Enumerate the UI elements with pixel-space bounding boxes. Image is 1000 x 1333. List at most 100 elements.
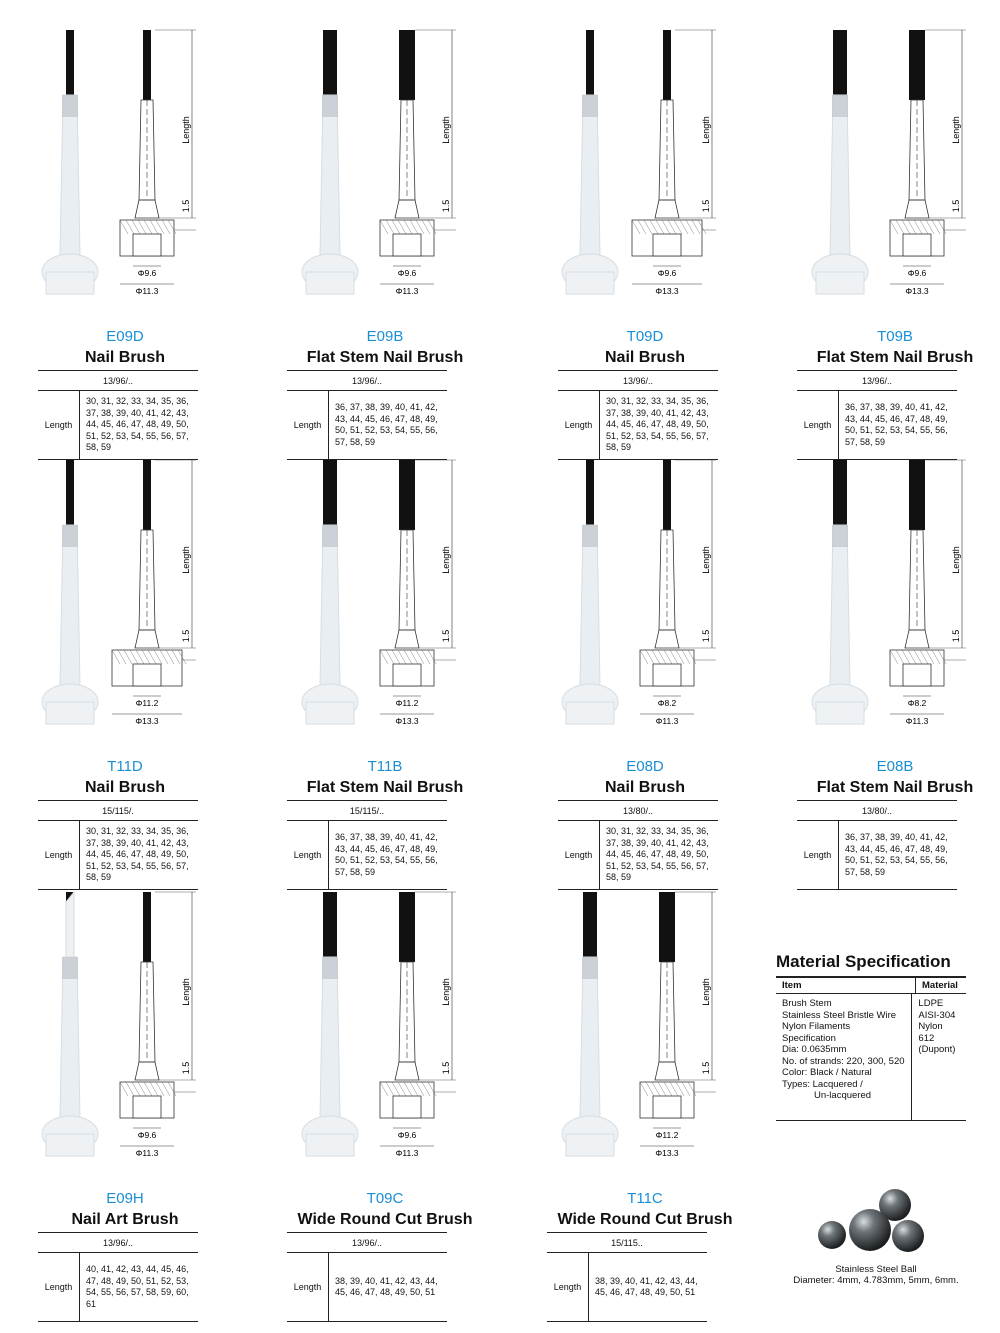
- hatch-line: [919, 219, 929, 235]
- hatch-line: [379, 1081, 389, 1097]
- hatch-line: [385, 1081, 395, 1097]
- col-item-header: Item: [776, 978, 916, 993]
- length-label: Length: [287, 1253, 329, 1321]
- hatch-line: [153, 649, 163, 665]
- bristle-socket: [832, 95, 848, 117]
- hatch-line: [379, 219, 389, 235]
- product-name: Flat Stem Nail Brush: [306, 779, 464, 796]
- hatch-line: [675, 649, 685, 665]
- size-spec: 13/96/..: [38, 1233, 198, 1253]
- hatch-line: [657, 649, 667, 665]
- drawing-collar: [654, 199, 680, 219]
- inner-diameter-label: Φ11.2: [136, 698, 159, 708]
- drawing-collar: [134, 629, 160, 649]
- length-values: 38, 39, 40, 41, 42, 43, 44, 45, 46, 47, …: [595, 1275, 698, 1298]
- drawing-bristle: [143, 892, 151, 962]
- cap-base: [565, 1133, 615, 1157]
- inner-diameter-label: Φ11.2: [656, 1130, 679, 1140]
- hatch-line: [901, 649, 911, 665]
- hatch-line: [119, 1081, 129, 1097]
- hatch-line: [651, 1081, 661, 1097]
- hatch-line: [673, 219, 683, 235]
- hatch-line: [165, 649, 175, 665]
- stem: [59, 94, 81, 256]
- hatch-line: [421, 219, 431, 235]
- hatch-line: [125, 219, 135, 235]
- stem: [59, 524, 81, 686]
- length-label: Length: [287, 821, 329, 889]
- hatch-line: [131, 1081, 141, 1097]
- drawing-bristle: [663, 30, 671, 100]
- outer-diameter-label: Φ13.3: [655, 286, 679, 296]
- length-values: 30, 31, 32, 33, 34, 35, 36, 37, 38, 39, …: [606, 396, 709, 453]
- bristle: [833, 460, 847, 540]
- drawing-cap-bore: [652, 233, 682, 257]
- stem: [579, 94, 601, 256]
- hatch-line: [391, 219, 401, 235]
- drawing-collar: [134, 1061, 160, 1081]
- length-dimension-label: Length: [441, 116, 451, 144]
- size-spec: 15/115/..: [287, 801, 447, 821]
- step-dimension-label: 1.5: [951, 630, 961, 643]
- drawing-cap-bore: [132, 1095, 162, 1119]
- product-code: E09D: [106, 328, 144, 345]
- length-dimension-label: Length: [181, 116, 191, 144]
- product-name: Nail Brush: [604, 349, 685, 366]
- hatch-line: [421, 1081, 431, 1097]
- drawing-collar: [654, 1061, 680, 1081]
- material-value: LDPE: [918, 998, 944, 1009]
- bristle: [66, 30, 74, 110]
- cap-base: [815, 701, 865, 725]
- hatch-line: [409, 649, 419, 665]
- length-values: 30, 31, 32, 33, 34, 35, 36, 37, 38, 39, …: [606, 826, 709, 883]
- stem: [579, 956, 601, 1118]
- outer-diameter-label: Φ13.3: [135, 716, 159, 726]
- hatch-line: [137, 219, 147, 235]
- hatch-line: [901, 219, 911, 235]
- hatch-line: [415, 649, 425, 665]
- material-value: Nylon 612: [918, 1021, 943, 1044]
- hatch-line: [397, 219, 407, 235]
- bristle: [323, 30, 337, 110]
- cap-base: [565, 271, 615, 295]
- hatch-line: [643, 219, 653, 235]
- product-code: T11B: [367, 758, 403, 775]
- hatch-line: [119, 219, 129, 235]
- hatch-line: [697, 219, 707, 235]
- drawing-collar: [134, 199, 160, 219]
- hatch-line: [129, 649, 139, 665]
- hatch-line: [907, 219, 917, 235]
- hatch-line: [637, 219, 647, 235]
- bristle-socket: [322, 525, 338, 547]
- hatch-line: [663, 649, 673, 665]
- material-item: Brush Stem: [782, 998, 832, 1009]
- hatch-line: [385, 649, 395, 665]
- length-values: 36, 37, 38, 39, 40, 41, 42, 43, 44, 45, …: [335, 832, 438, 877]
- hatch-line: [631, 219, 641, 235]
- product-name: Wide Round Cut Brush: [557, 1211, 733, 1228]
- bristle: [586, 460, 594, 540]
- drawing-bristle: [399, 460, 415, 530]
- drawing-collar: [394, 1061, 420, 1081]
- hatch-line: [415, 219, 425, 235]
- size-spec: 13/96/..: [287, 1233, 447, 1253]
- drawing-cap-bore: [652, 1095, 682, 1119]
- inner-diameter-label: Φ9.6: [398, 1130, 417, 1140]
- length-dimension-label: Length: [181, 546, 191, 574]
- drawing-bristle: [143, 460, 151, 530]
- bristle: [833, 30, 847, 110]
- outer-diameter-label: Φ11.3: [136, 1148, 159, 1158]
- hatch-line: [403, 1081, 413, 1097]
